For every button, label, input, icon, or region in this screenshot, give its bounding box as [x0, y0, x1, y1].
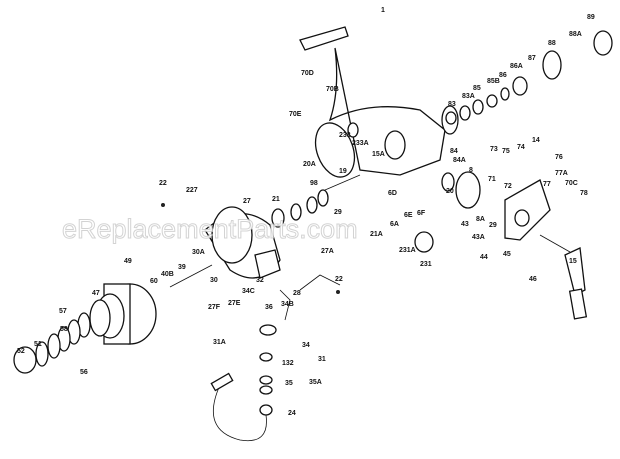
part-label: 27 [243, 198, 251, 205]
part-label: 86 [499, 72, 507, 79]
watermark: eReplacementParts.com [62, 214, 358, 244]
part-label: 6E [404, 212, 413, 219]
part-label: 56 [80, 369, 88, 376]
part-label: 84 [450, 148, 458, 155]
part-label: 227 [186, 187, 198, 194]
part-label: 44 [480, 254, 488, 261]
part-label: 21A [370, 231, 383, 238]
part-label: 14 [532, 137, 540, 144]
part-label: 87 [528, 55, 536, 62]
part-label: 71 [488, 176, 496, 183]
part-label: 6D [388, 190, 397, 197]
part-label: 73 [490, 146, 498, 153]
part-label: 49 [124, 258, 132, 265]
part-label: 6A [390, 221, 399, 228]
part-label: 70E [289, 111, 302, 118]
part-label: 30A [192, 249, 205, 256]
part-label: 6F [417, 210, 426, 217]
side-cover [504, 179, 551, 241]
part-label: 27E [228, 300, 241, 307]
part-label: 52 [17, 348, 25, 355]
part-label: 72 [504, 183, 512, 190]
part-label: 58 [60, 326, 68, 333]
part-label: 19 [339, 168, 347, 175]
part-label: 88 [548, 40, 556, 47]
shafts-and-bearings [161, 122, 361, 294]
part-label: 24 [288, 410, 296, 417]
part-label: 89 [587, 14, 595, 21]
reel-body [299, 26, 459, 178]
part-label: 233A [352, 140, 369, 147]
part-label: 21 [272, 196, 280, 203]
part-label: 233 [339, 132, 351, 139]
part-label: 8A [476, 216, 485, 223]
rotor [204, 206, 281, 279]
part-label: 86A [510, 63, 523, 70]
part-label: 43A [472, 234, 485, 241]
part-label: 57 [59, 308, 67, 315]
spool [89, 283, 157, 345]
part-label: 51 [34, 341, 42, 348]
part-label: 34B [281, 301, 294, 308]
part-label: 39 [178, 264, 186, 271]
part-label: 88A [569, 31, 582, 38]
part-label: 20A [303, 161, 316, 168]
part-label: 132 [282, 360, 294, 367]
part-label: 35A [309, 379, 322, 386]
part-label: 43 [461, 221, 469, 228]
part-label: 31A [213, 339, 226, 346]
part-label: 98 [310, 180, 318, 187]
part-label: 83 [448, 101, 456, 108]
part-label: 32 [256, 277, 264, 284]
part-label: 30 [210, 277, 218, 284]
part-label: 34 [302, 342, 310, 349]
part-label: 34C [242, 288, 255, 295]
part-label: 83A [462, 93, 475, 100]
part-label: 85 [473, 85, 481, 92]
part-label: 47 [92, 290, 100, 297]
part-label: 40B [161, 271, 174, 278]
part-label: 27F [208, 304, 221, 311]
part-labels: 170D70B70E233233A15A8383A8585B8686A87888… [17, 7, 595, 417]
part-label: 85B [487, 78, 500, 85]
part-label: 31 [318, 356, 326, 363]
part-label: 35 [285, 380, 293, 387]
part-label: 8 [469, 167, 473, 174]
part-label: 1 [381, 7, 385, 14]
part-label: 84A [453, 157, 466, 164]
part-label: 77A [555, 170, 568, 177]
part-label: 70C [565, 180, 578, 187]
part-label: 20 [446, 188, 454, 195]
part-label: 70B [326, 86, 339, 93]
front-drag-knob [445, 30, 613, 125]
part-label: 36 [265, 304, 273, 311]
part-label: 60 [150, 278, 158, 285]
part-label: 27A [321, 248, 334, 255]
drag-washers [13, 312, 91, 374]
part-label: 74 [517, 144, 525, 151]
part-label: 29 [334, 209, 342, 216]
handle [539, 234, 588, 320]
part-label: 75 [502, 148, 510, 155]
part-label: 45 [503, 251, 511, 258]
bail-arm-parts [169, 264, 341, 442]
part-label: 70D [301, 70, 314, 77]
part-label: 29 [489, 222, 497, 229]
part-label: 78 [580, 190, 588, 197]
drive-gear [414, 171, 481, 253]
part-label: 22 [159, 180, 167, 187]
part-label: 76 [555, 154, 563, 161]
part-label: 22 [335, 276, 343, 283]
part-label: 231 [420, 261, 432, 268]
part-label: 77 [543, 181, 551, 188]
part-label: 15 [569, 258, 577, 265]
part-label: 231A [399, 247, 416, 254]
part-label: 28 [293, 290, 301, 297]
part-label: 46 [529, 276, 537, 283]
part-label: 15A [372, 151, 385, 158]
